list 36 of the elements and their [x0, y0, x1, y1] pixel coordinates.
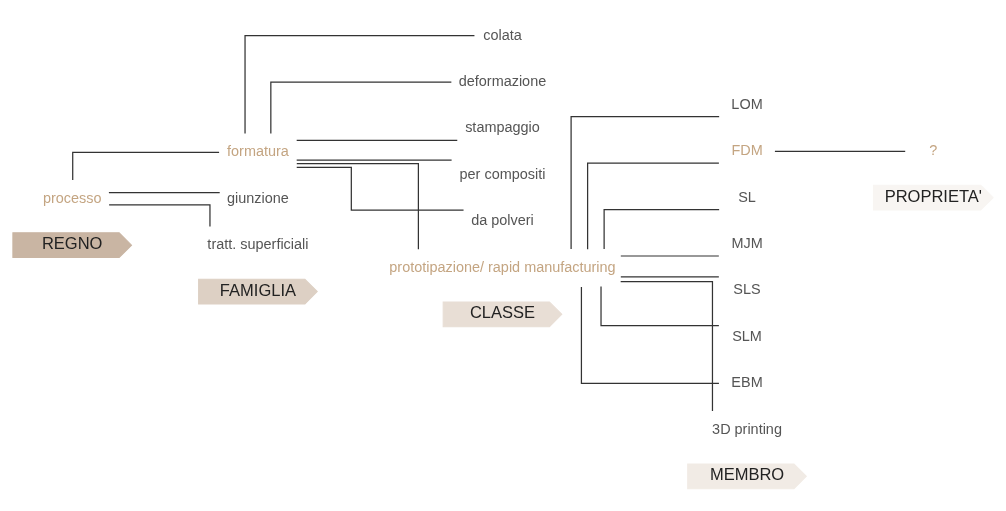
node-text: prototipazione/ rapid manufacturing: [389, 258, 616, 275]
connector: [620, 280, 714, 412]
connector: [108, 203, 211, 227]
node-text: da polveri: [471, 211, 534, 228]
connector: [296, 139, 458, 141]
connector: [270, 81, 452, 134]
node-text: processo: [42, 189, 102, 206]
node-text: SL: [738, 188, 756, 205]
node-text: formatura: [227, 142, 289, 159]
node-text: tratt. superficiali: [207, 235, 309, 252]
connector: [108, 191, 221, 193]
connector: [296, 158, 453, 161]
connector: [296, 162, 419, 250]
node-text: colata: [483, 26, 522, 43]
node-text: stampaggio: [465, 118, 540, 135]
connector: [580, 285, 720, 384]
node-text: per compositi: [459, 165, 546, 182]
connector: [603, 208, 720, 250]
connector: [296, 166, 465, 211]
node-text: SLM: [732, 327, 762, 344]
connector: [620, 275, 720, 277]
node-text: EBM: [731, 373, 763, 390]
node-text: MJM: [731, 234, 763, 251]
connector: [587, 162, 720, 250]
connector: [774, 150, 906, 152]
connector: [72, 151, 220, 181]
node-text: giunzione: [227, 189, 289, 206]
node-text: FDM: [731, 141, 763, 158]
node-text: ?: [929, 141, 938, 158]
connector: [244, 34, 476, 134]
node-text: LOM: [731, 95, 763, 112]
node-text: deformazione: [458, 72, 547, 89]
connector: [570, 115, 720, 250]
node-text: SLS: [733, 280, 761, 297]
node-text: 3D printing: [712, 420, 782, 437]
connector: [600, 285, 720, 326]
